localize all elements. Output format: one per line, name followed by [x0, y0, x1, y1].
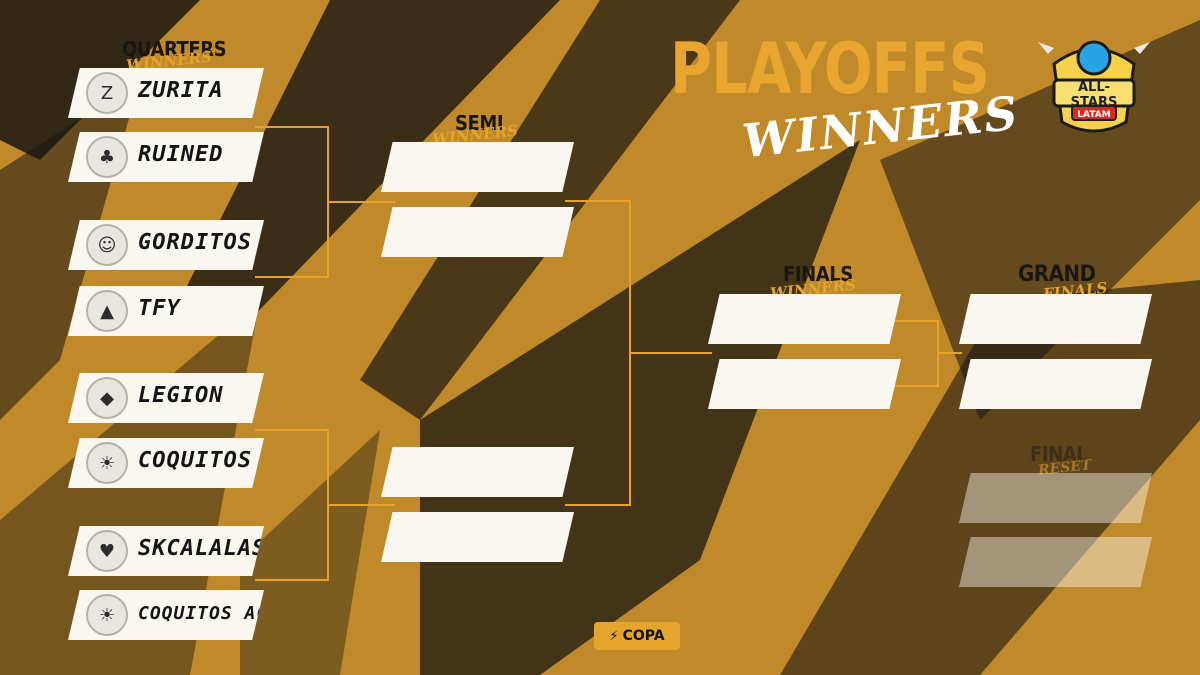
final-reset-slot-1[interactable] [959, 473, 1152, 523]
finals-slot-2[interactable] [708, 359, 901, 409]
tfy-logo-icon: ▲ [86, 290, 128, 332]
all-stars-badge-icon [1038, 40, 1150, 133]
team-name: RUINED [138, 142, 224, 167]
legion-logo-icon: ◆ [86, 377, 128, 419]
stage-quarters-title: QUARTERS [122, 37, 227, 61]
badge-label: ALL-STARS [1070, 80, 1118, 110]
grand-finals-slot-1[interactable] [959, 294, 1152, 344]
team-row-skcalalas[interactable]: ♥ SKCALALAS [68, 526, 264, 576]
grand-finals-slot-2[interactable] [959, 359, 1152, 409]
team-row-ruined[interactable]: ♣ RUINED [68, 132, 264, 182]
copa-sponsor-logo: ⚡ COPA [594, 622, 680, 650]
page-title: PLAYOFFS [670, 28, 990, 110]
team-row-legion[interactable]: ◆ LEGION [68, 373, 264, 423]
team-name: GORDITOS [138, 230, 252, 255]
ruined-logo-icon: ♣ [86, 136, 128, 178]
stage-semi-title: SEMI [455, 111, 504, 135]
semi-slot-2[interactable] [381, 207, 574, 257]
semi-slot-1[interactable] [381, 142, 574, 192]
sponsor-label: COPA [622, 628, 665, 644]
team-name: COQUITOS AC [138, 603, 269, 624]
copa-logo-icon: ⚡ [609, 628, 619, 644]
team-name: TFY [138, 296, 181, 321]
stage-finals-title: FINALS [783, 262, 853, 286]
stage-final-reset-title: FINAL [1030, 442, 1088, 466]
team-row-coquitos[interactable]: ☀ COQUITOS [68, 438, 264, 488]
final-reset-slot-2[interactable] [959, 537, 1152, 587]
coquitos-ac-logo-icon: ☀ [86, 594, 128, 636]
skcalalas-logo-icon: ♥ [86, 530, 128, 572]
team-name: COQUITOS [138, 448, 252, 473]
team-name: SKCALALAS [138, 536, 267, 561]
team-row-zurita[interactable]: Z ZURITA [68, 68, 264, 118]
zurita-logo-icon: Z [86, 72, 128, 114]
team-row-tfy[interactable]: ▲ TFY [68, 286, 264, 336]
team-row-coquitos-ac[interactable]: ☀ COQUITOS AC [68, 590, 264, 640]
stage-grand-title: GRAND [1018, 262, 1096, 287]
badge-sublabel: LATAM [1077, 110, 1111, 120]
gorditos-logo-icon: ☺ [86, 224, 128, 266]
team-name: LEGION [138, 383, 224, 408]
team-row-gorditos[interactable]: ☺ GORDITOS [68, 220, 264, 270]
coquitos-logo-icon: ☀ [86, 442, 128, 484]
finals-slot-1[interactable] [708, 294, 901, 344]
semi-slot-3[interactable] [381, 447, 574, 497]
team-name: ZURITA [138, 78, 224, 103]
semi-slot-4[interactable] [381, 512, 574, 562]
